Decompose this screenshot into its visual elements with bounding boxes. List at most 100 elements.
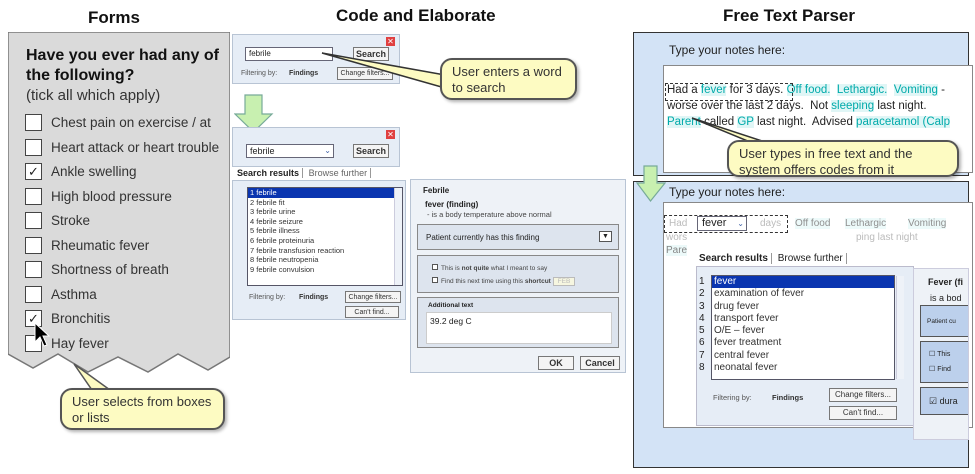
tab-search-results[interactable]: Search results xyxy=(234,168,304,178)
phrase-selection xyxy=(664,215,788,233)
cant-find-button[interactable]: Can't find... xyxy=(829,406,897,420)
opt1-bold: not quite xyxy=(461,265,490,272)
status-select[interactable]: Patient currently has this finding ▼ xyxy=(417,224,619,250)
filtering-label: Filtering by: xyxy=(713,393,752,402)
highlighted-term[interactable]: Parent xyxy=(667,116,701,128)
filtering-label: Filtering by: xyxy=(249,294,286,301)
additional-text-input[interactable]: 39.2 deg C xyxy=(426,312,612,344)
highlighted-term[interactable]: sleeping xyxy=(831,100,875,112)
result-item[interactable]: 5 febrile illness xyxy=(250,226,300,236)
status-select[interactable]: Patient cu xyxy=(920,305,968,337)
duration-option[interactable]: ☑ dura xyxy=(929,396,958,406)
highlighted-term[interactable]: GP xyxy=(737,116,754,128)
search-button[interactable]: Search xyxy=(353,144,389,158)
highlighted-term[interactable]: Lethargic xyxy=(845,218,887,229)
tab-search-results[interactable]: Search results xyxy=(696,253,772,264)
result-number: 3 xyxy=(699,300,705,312)
close-icon[interactable]: ✕ xyxy=(386,37,395,46)
tab-browse-further[interactable]: Browse further xyxy=(774,253,847,264)
ok-button[interactable]: OK xyxy=(538,356,574,370)
checkbox[interactable] xyxy=(432,277,438,283)
result-item[interactable]: fever xyxy=(712,276,894,289)
highlighted-term[interactable]: Off food xyxy=(795,218,831,229)
status-value: Patient currently has this finding xyxy=(426,233,540,242)
option-not-quite[interactable]: ☐ This xyxy=(929,351,951,358)
down-arrow-icon xyxy=(636,165,666,202)
result-number: 7 xyxy=(699,349,705,361)
result-item[interactable]: transport fever xyxy=(714,312,779,324)
cant-find-button[interactable]: Can't find... xyxy=(345,306,399,318)
change-filters-button[interactable]: Change filters... xyxy=(829,388,897,402)
result-item[interactable]: 8 febrile neutropenia xyxy=(250,255,319,265)
highlighted-term[interactable]: paracetamol (Calp xyxy=(856,116,951,128)
result-item[interactable]: 9 febrile convulsion xyxy=(250,264,315,274)
result-item[interactable]: examination of fever xyxy=(714,288,805,300)
dropdown-arrow-icon[interactable]: ▼ xyxy=(599,231,612,242)
result-item[interactable]: O/E – fever xyxy=(714,325,765,337)
code-callout: User enters a word to search xyxy=(440,58,577,100)
search-input[interactable]: febrile ⌄ xyxy=(246,144,334,158)
detail-heading: Febrile xyxy=(423,186,450,195)
result-item[interactable]: 6 febrile proteinuria xyxy=(250,235,315,245)
question-line-1: Have you ever had any of xyxy=(26,47,219,64)
change-filters-button[interactable]: Change filters... xyxy=(345,291,401,303)
highlighted-term[interactable]: Lethargic. xyxy=(836,84,888,96)
checkbox[interactable]: ✓ xyxy=(25,310,42,327)
checkbox[interactable] xyxy=(25,187,42,205)
duration-text: dura xyxy=(939,396,958,406)
checkbox[interactable]: ✓ xyxy=(25,163,42,180)
checkbox-label: Shortness of breath xyxy=(51,262,169,277)
notes-text-segment: worse over the last 2 days. Not xyxy=(667,100,832,112)
notes-prompt: Type your notes here: xyxy=(669,185,786,199)
checkbox[interactable] xyxy=(432,264,438,270)
option-not-quite[interactable]: This is not quite what I meant to say xyxy=(432,264,547,272)
forms-question: Have you ever had any of the following? … xyxy=(26,46,219,106)
highlighted-term[interactable]: Vomiting xyxy=(893,84,938,96)
result-item[interactable]: neonatal fever xyxy=(714,362,778,374)
dropdown-value: fever xyxy=(702,217,727,229)
scrollbar[interactable] xyxy=(896,276,904,379)
checkbox[interactable] xyxy=(25,212,42,229)
question-hint: (tick all which apply) xyxy=(26,87,161,104)
highlighted-term[interactable]: fever xyxy=(700,84,727,96)
checkbox[interactable] xyxy=(25,236,42,254)
detail-term: fever (finding) xyxy=(425,200,479,209)
result-item[interactable]: 7 febrile transfusion reaction xyxy=(250,245,345,255)
notes-text-segment xyxy=(830,84,836,96)
result-item[interactable]: 4 febrile seizure xyxy=(250,216,303,226)
checkbox[interactable] xyxy=(25,261,42,278)
scrollbar[interactable] xyxy=(394,188,402,285)
search-input[interactable]: febrile xyxy=(245,47,333,61)
result-item[interactable]: 1 febrile xyxy=(248,188,402,198)
shortcut-input[interactable]: FEB xyxy=(552,277,576,286)
forms-callout: User selects from boxes or lists xyxy=(60,388,225,430)
section-title-forms: Forms xyxy=(88,8,140,27)
close-icon[interactable]: ✕ xyxy=(386,130,395,139)
search-value: febrile xyxy=(250,146,275,156)
highlighted-term[interactable]: Vomiting xyxy=(908,218,947,229)
tab-browse-further[interactable]: Browse further xyxy=(305,168,372,178)
result-item[interactable]: 2 febrile fit xyxy=(250,197,285,207)
search-button[interactable]: Search xyxy=(353,47,389,61)
result-item[interactable]: central fever xyxy=(714,349,770,361)
highlighted-term[interactable]: Off food. xyxy=(786,84,831,96)
notes-line-1: Had a fever for 3 days. Off food. Lethar… xyxy=(667,82,950,98)
checkbox[interactable] xyxy=(25,114,42,131)
option-shortcut[interactable]: ☐ Find xyxy=(929,366,951,373)
checkbox[interactable] xyxy=(25,285,42,303)
forms-panel xyxy=(8,32,230,377)
checkbox[interactable] xyxy=(25,138,42,156)
cancel-button[interactable]: Cancel xyxy=(580,356,620,370)
chevron-down-icon: ⌄ xyxy=(324,146,331,155)
detail-definition: is a bod xyxy=(930,293,962,303)
result-item[interactable]: fever treatment xyxy=(714,337,782,349)
code-dropdown[interactable]: fever⌄ xyxy=(697,216,747,231)
result-item[interactable]: 3 febrile urine xyxy=(250,207,296,217)
option-shortcut[interactable]: Find this next time using this shortcut … xyxy=(432,277,576,286)
result-item[interactable]: drug fever xyxy=(714,300,760,312)
filter-value: Findings xyxy=(289,70,319,77)
